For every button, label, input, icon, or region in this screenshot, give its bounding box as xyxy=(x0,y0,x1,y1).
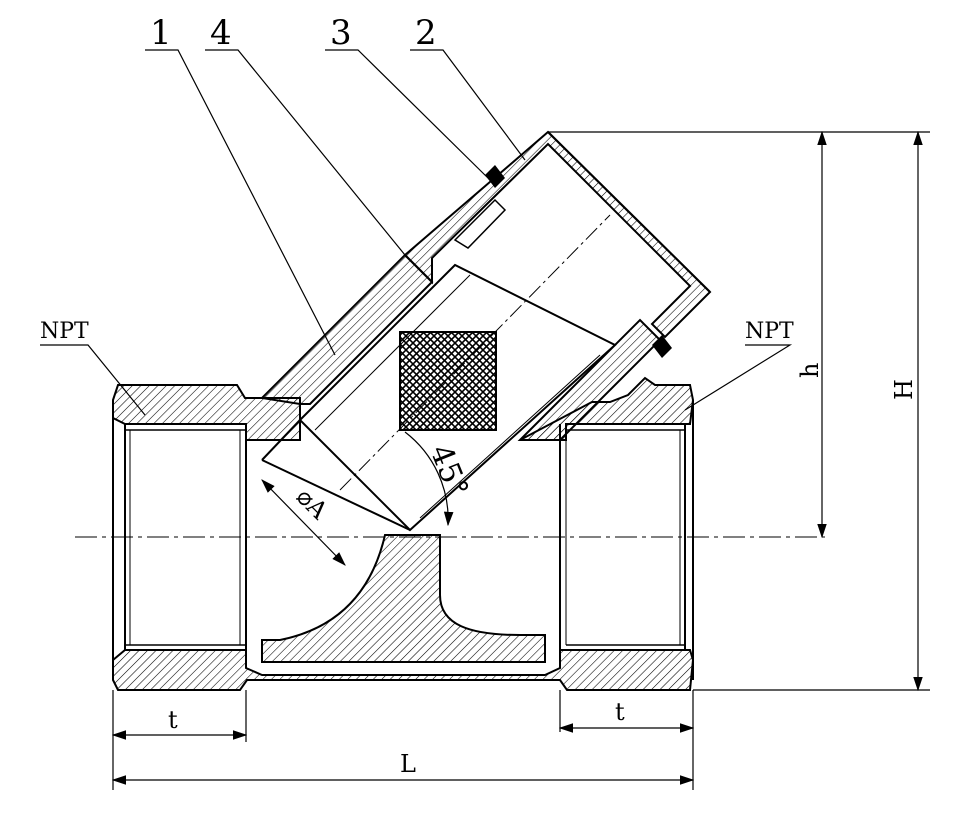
dimension-screen-diameter: ⌀A xyxy=(291,482,334,525)
body-top-wall xyxy=(112,384,301,441)
gaskets xyxy=(485,165,672,358)
dimension-t-right: t xyxy=(615,698,625,726)
gasket-top xyxy=(485,165,505,188)
part-number-gasket: 3 xyxy=(330,13,352,53)
dimension-H: H xyxy=(890,379,918,400)
screen-mesh xyxy=(399,331,497,431)
dimension-h: h xyxy=(796,363,824,378)
branch-centerline xyxy=(339,214,611,491)
body-branch-wall xyxy=(259,253,434,405)
thread-label-right: NPT xyxy=(745,319,794,344)
dimension-lines xyxy=(111,130,930,790)
body-bottom-wall xyxy=(112,649,695,691)
thread-label-left: NPT xyxy=(40,319,89,344)
part-number-body: 1 xyxy=(150,13,172,53)
strainer-cap xyxy=(403,130,712,339)
strainer-screen xyxy=(261,214,617,532)
part-number-screen: 4 xyxy=(210,13,232,53)
body-partition xyxy=(261,534,546,663)
dimension-L: L xyxy=(400,750,416,778)
part-number-cap: 2 xyxy=(415,13,437,53)
gasket-right xyxy=(652,335,672,358)
dimension-t-left: t xyxy=(168,706,178,734)
valve-body xyxy=(112,253,695,691)
part-leaders xyxy=(40,49,793,416)
